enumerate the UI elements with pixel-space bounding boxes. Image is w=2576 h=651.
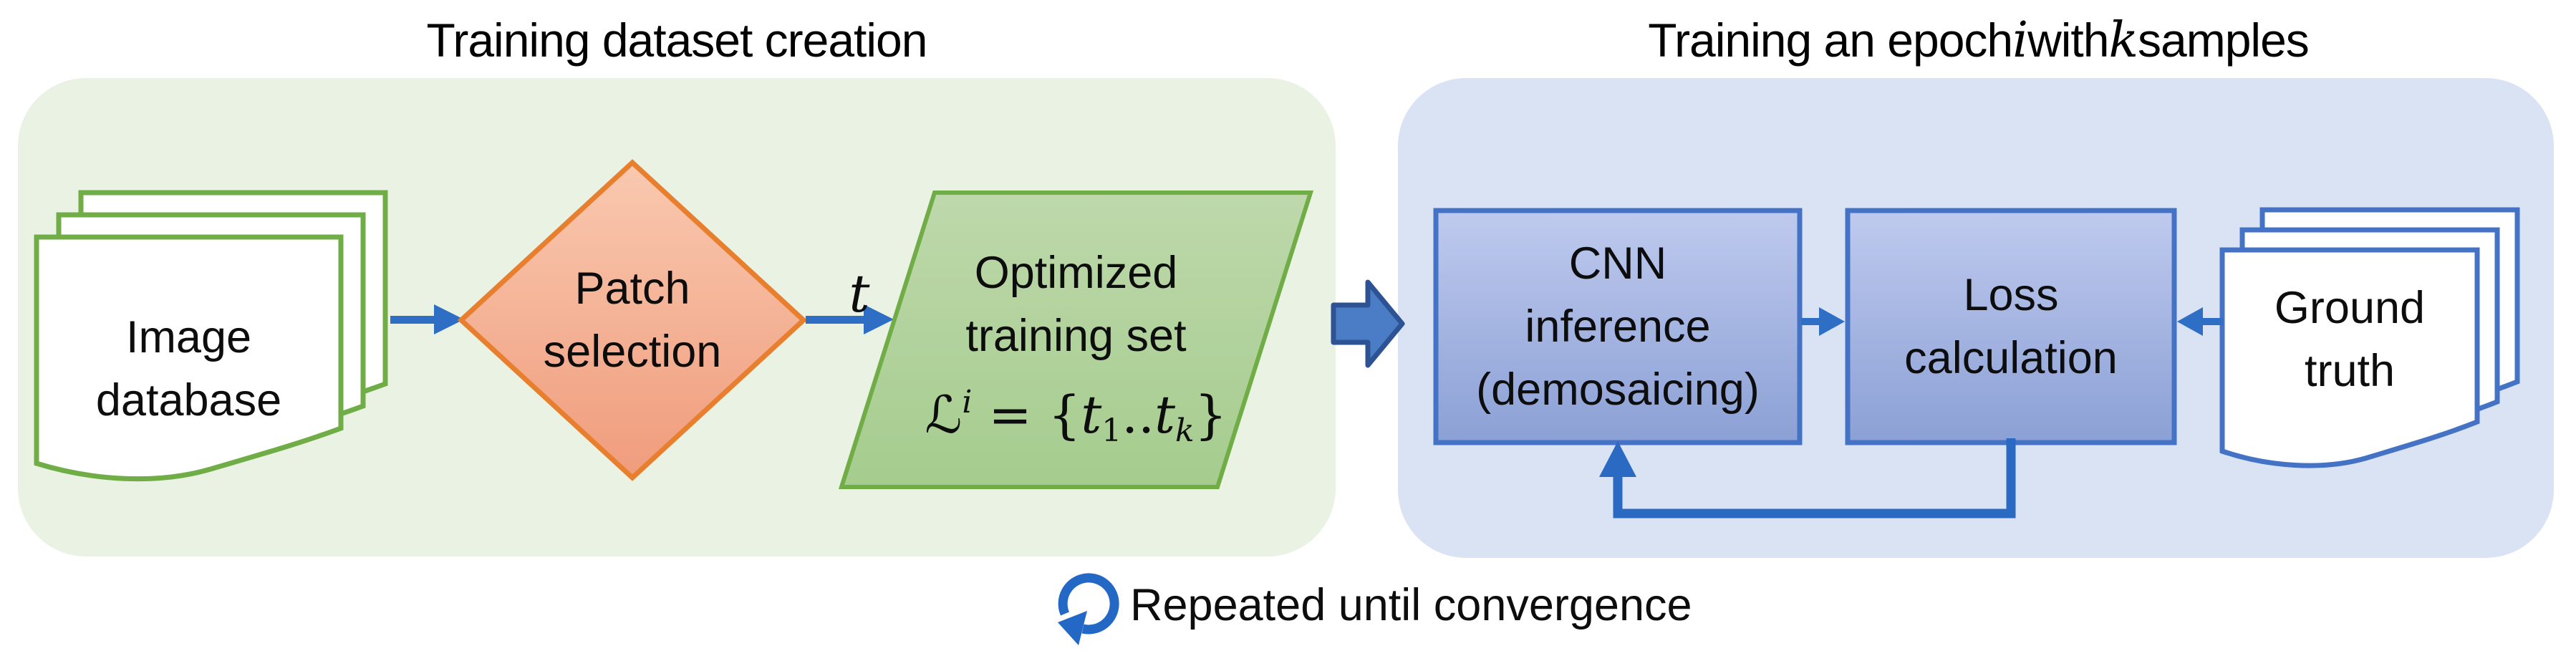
label-line: Patch [574, 264, 690, 314]
t-connector-label: t [816, 258, 902, 329]
label-line: inference [1525, 302, 1711, 352]
label-line: (demosaicing) [1476, 365, 1760, 415]
repeat-icon [1058, 573, 1119, 645]
right-panel-title: Training an epoch i with k samples [1547, 7, 2410, 73]
arrow-head [434, 304, 464, 334]
arrow-cnn-to-loss [1801, 307, 1845, 336]
panel-bridge-block-arrow [1331, 279, 1405, 368]
image-database-label: Image database [37, 276, 341, 462]
math-t1: t [1081, 384, 1102, 445]
math-dots: .. [1121, 384, 1155, 445]
epoch-i-var: i [2012, 11, 2028, 69]
math-sub-k: k [1175, 412, 1195, 449]
math-sub-1: 1 [1101, 412, 1122, 449]
math-sup-i: i [962, 383, 973, 420]
right-title-post: samples [2138, 14, 2310, 67]
label-line: training set [965, 310, 1187, 361]
label-line: database [95, 375, 282, 425]
math-close-brace: } [1194, 384, 1227, 445]
math-equals-brace: = { [972, 384, 1081, 445]
repeat-caption-text: Repeated until convergence [1130, 580, 1692, 630]
label-line: Image [125, 312, 252, 362]
math-t2: t [1154, 384, 1176, 445]
arrow-stem [2203, 318, 2223, 325]
feedback-arrow-loss-to-cnn [1599, 438, 2016, 519]
math-script-L: ℒ [925, 384, 963, 445]
ground-truth-label: Ground truth [2222, 250, 2477, 429]
label-line: truth [2304, 346, 2396, 396]
label-line: Optimized [974, 247, 1178, 298]
arrow-db-to-patch [390, 304, 464, 334]
optimized-set-parallelogram [838, 191, 1314, 489]
label-line: CNN [1568, 238, 1667, 289]
arrow-stem [1801, 318, 1821, 325]
repeat-icon-head [1058, 611, 1087, 645]
arrow-patch-to-set [806, 304, 894, 334]
patch-selection-diamond [457, 159, 808, 481]
patch-selection-label: Patch selection [461, 163, 804, 478]
arrow-head [2177, 307, 2203, 336]
arrow-stem [390, 316, 436, 324]
arrow-head [864, 304, 894, 334]
repeat-caption: Repeated until convergence [1130, 573, 1692, 637]
feedback-path [1613, 438, 2016, 519]
label-line: Loss [1963, 270, 2059, 320]
cnn-inference-label: CNN inference (demosaicing) [1436, 211, 1800, 443]
arrow-stem [806, 316, 866, 324]
right-title-mid: with [2027, 14, 2109, 67]
left-title-text: Training dataset creation [426, 14, 928, 67]
right-title-pre: Training an epoch [1648, 14, 2013, 67]
label-line: Ground [2274, 283, 2426, 333]
samples-k-var: k [2108, 11, 2138, 69]
training-set-formula: ℒi = {t1..tk} [925, 369, 1227, 465]
left-panel-title: Training dataset creation [229, 7, 1124, 73]
label-line: calculation [1904, 333, 2118, 383]
arrow-head [1819, 307, 1845, 336]
arrow-gt-to-loss [2177, 307, 2223, 336]
optimized-set-label: Optimized training set ℒi = {t1..tk} [841, 193, 1311, 487]
t-var: t [849, 264, 870, 324]
loss-calculation-label: Loss calculation [1848, 211, 2174, 443]
repeat-icon-ring [1058, 573, 1119, 635]
arrow-head [1599, 441, 1636, 477]
label-line: selection [543, 327, 722, 377]
